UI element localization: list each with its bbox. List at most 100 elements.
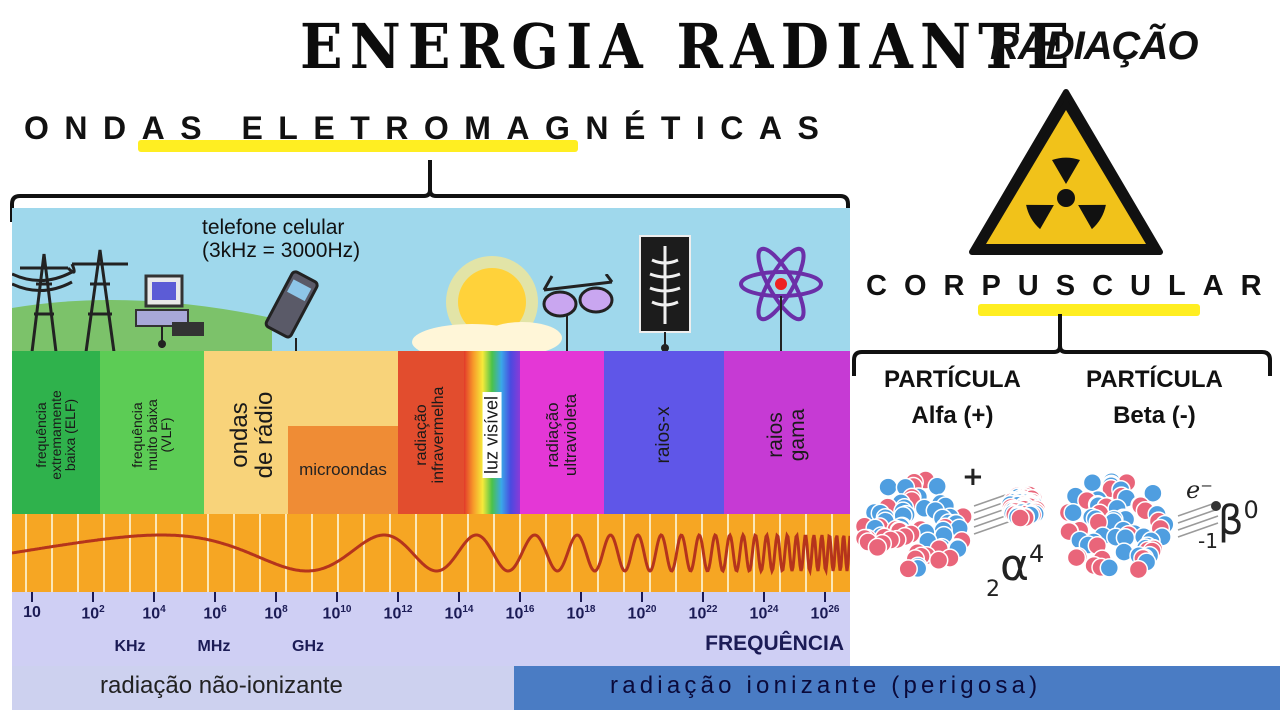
alpha-nucleus-icon (854, 470, 1047, 579)
tick-base: 10 (810, 605, 829, 623)
proton-ball (1066, 547, 1087, 568)
frequency-tick-mark (336, 592, 338, 602)
tick-exponent: 4 (160, 604, 166, 615)
spectrum-panel: telefone celular (3kHz = 3000Hz) (12, 208, 850, 666)
band-elf: frequência extremamente baixa (ELF) (12, 351, 100, 518)
alpha-label: PARTÍCULA Alfa (+) (884, 362, 1021, 434)
frequency-tick-label: 10 (23, 604, 41, 622)
band-xray: raios-x (604, 351, 724, 518)
band-radio-line2: de rádio (251, 391, 278, 478)
tick-base: 10 (23, 604, 41, 621)
frequency-tick-mark (824, 592, 826, 602)
tick-base: 10 (505, 605, 524, 623)
band-vlf-line1: frequência (128, 401, 145, 468)
tick-exponent: 14 (462, 604, 474, 615)
frequency-tick-label: 1024 (750, 604, 779, 623)
tick-base: 10 (203, 605, 222, 623)
beta-electron: e⁻ (1186, 476, 1213, 504)
band-elf-line2: extremamente (47, 389, 64, 480)
tick-base: 10 (566, 605, 585, 623)
beta-subscript: -1 (1198, 529, 1218, 553)
beta-label: PARTÍCULA Beta (-) (1086, 362, 1223, 434)
tick-exponent: 16 (523, 604, 535, 615)
beta-symbol: -1β0 (1198, 496, 1259, 553)
phone-label-line1: telefone celular (202, 216, 345, 239)
unit-mhz: MHz (197, 638, 231, 655)
beta-label-line2: Beta (-) (1113, 402, 1196, 429)
tick-exponent: 20 (645, 604, 657, 615)
band-micro-label: microondas (299, 460, 387, 479)
frequency-tick-label: 108 (264, 604, 287, 623)
frequency-tick-mark (153, 592, 155, 602)
proton-ball (928, 550, 949, 571)
wave-strip (12, 514, 850, 592)
unit-khz: KHz (114, 638, 146, 655)
sunglasses-icon (542, 274, 614, 382)
band-visible: luz visível (464, 351, 520, 518)
corpuscular-highlight (978, 304, 1200, 316)
band-micro: microondas (288, 426, 398, 514)
frequency-label: FREQUÊNCIA (705, 632, 844, 655)
alpha-symbol: 2α4 (986, 540, 1044, 602)
alpha-label-line2: Alfa (+) (911, 402, 994, 429)
alpha-charge: + (962, 462, 984, 492)
phone-label-line2: (3kHz = 3000Hz) (202, 239, 361, 263)
proton-ball (1128, 559, 1149, 580)
neutron-ball (927, 476, 947, 497)
tick-exponent: 26 (828, 604, 840, 615)
frequency-tick-mark (702, 592, 704, 602)
ondas-brace (10, 160, 850, 222)
frequency-tick-mark (275, 592, 277, 602)
beta-superscript: 0 (1243, 496, 1259, 524)
frequency-tick-label: 1026 (811, 604, 840, 623)
main-title: ENERGIA RADIANTE (300, 10, 1077, 83)
band-gamma-line1: raios (763, 411, 787, 458)
frequency-tick-mark (92, 592, 94, 602)
power-tower-icon (12, 249, 128, 353)
frequency-tick-label: 1020 (628, 604, 657, 623)
band-radio-line1: ondas (225, 401, 253, 468)
band-gamma-line2: gama (786, 408, 809, 461)
frequency-tick-label: 106 (203, 604, 226, 623)
motion-streak (1177, 515, 1219, 531)
tick-base: 10 (322, 605, 341, 623)
ionizing-bar: radiação ionizante (perigosa) (514, 666, 1280, 710)
frequency-tick-label: 1018 (567, 604, 596, 623)
non-ionizing-bar: radiação não-ionizante (12, 666, 514, 710)
tick-exponent: 22 (706, 604, 718, 615)
proton-ball (1010, 508, 1030, 528)
proton-ball (898, 559, 918, 579)
band-vlf-line2: muito baixa (143, 398, 160, 471)
tick-base: 10 (264, 605, 283, 623)
tick-exponent: 24 (767, 604, 779, 615)
band-uv-line1: radiação (543, 401, 563, 468)
ionizing-label: radiação ionizante (perigosa) (610, 672, 1042, 699)
tick-base: 10 (627, 605, 646, 623)
tick-exponent: 8 (282, 604, 288, 615)
beta-letter: β (1217, 498, 1244, 544)
tick-exponent: 2 (99, 604, 105, 615)
frequency-tick-label: 104 (142, 604, 165, 623)
wave-graphic (12, 514, 850, 592)
motion-streak (973, 519, 1015, 535)
band-elf-line3: baixa (ELF) (62, 398, 79, 471)
frequency-tick-mark (641, 592, 643, 602)
frequency-tick-mark (519, 592, 521, 602)
neutron-ball (1143, 483, 1163, 503)
tick-base: 10 (81, 605, 100, 623)
alpha-subscript: 2 (986, 577, 1000, 602)
ondas-title: ONDAS ELETROMAGNÉTICAS (24, 110, 835, 146)
frequency-tick-mark (31, 592, 33, 602)
frequency-tick-label: 102 (81, 604, 104, 623)
band-elf-line1: frequência (32, 401, 49, 468)
x-ray-icon (639, 235, 691, 352)
frequency-tick-mark (397, 592, 399, 602)
neutron-ball (878, 477, 898, 497)
band-xray-label: raios-x (653, 405, 675, 464)
corpuscular-brace (852, 314, 1272, 376)
computer-icon (135, 274, 204, 348)
frequency-tick-mark (458, 592, 460, 602)
band-vlf-line3: (VLF) (158, 417, 175, 452)
non-ionizing-label: radiação não-ionizante (100, 672, 343, 699)
neutron-ball (1063, 502, 1083, 523)
